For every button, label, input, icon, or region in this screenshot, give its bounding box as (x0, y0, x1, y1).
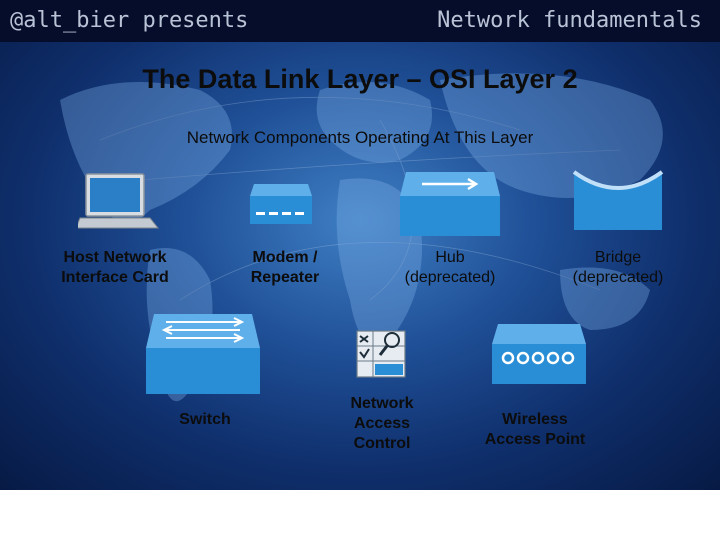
slide-background (0, 0, 720, 490)
slide-title: The Data Link Layer – OSI Layer 2 (142, 64, 578, 94)
switch-label: Switch (179, 411, 231, 428)
bridge-label: Bridge (deprecated) (572, 249, 664, 286)
header-bar: @alt_bier presents Network fundamentals (0, 0, 720, 42)
host-nic-label: Host Network Interface Card (61, 249, 169, 286)
access-control-icon (356, 330, 406, 378)
modem-icon (250, 184, 312, 224)
wap-label: Wireless Access Point (484, 411, 586, 448)
slide-subtitle: Network Components Operating At This Lay… (186, 128, 534, 147)
modem-label: Modem / Repeater (250, 249, 320, 286)
hub-label: Hub (deprecated) (404, 249, 496, 286)
laptop-icon (78, 173, 160, 229)
nac-label: Network Access Control (350, 395, 414, 452)
switch-icon (146, 314, 260, 394)
hub-icon (400, 172, 500, 236)
bridge-icon (572, 170, 664, 230)
slide-bottom-margin (0, 490, 720, 540)
course-brand: Network fundamentals (437, 8, 702, 33)
presenter-brand: @alt_bier presents (10, 8, 249, 33)
wireless-access-point-icon (492, 324, 586, 384)
